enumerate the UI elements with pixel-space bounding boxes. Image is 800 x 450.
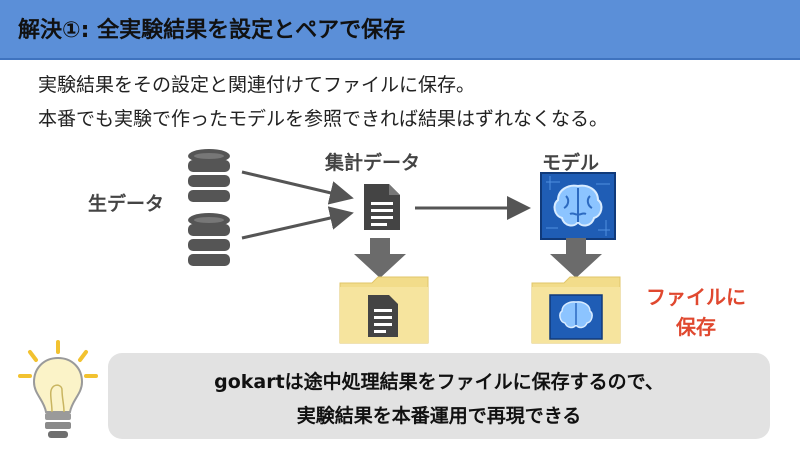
- arrow-icon: [241, 170, 354, 205]
- raw-data-label: 生データ: [88, 193, 165, 215]
- callout-line-2: 実験結果を本番運用で再現できる: [296, 405, 582, 427]
- aggregated-data-label: 集計データ: [325, 152, 421, 174]
- brain-chip-icon: [540, 172, 616, 240]
- summary-callout: gokartは途中処理結果をファイルに保存するので、 実験結果を本番運用で再現で…: [108, 353, 770, 439]
- title-bar: 解決①: 全実験結果を設定とペアで保存: [0, 0, 800, 60]
- lead-line-1: 実験結果をその設定と関連付けてファイルに保存。: [38, 74, 476, 96]
- document-icon: [368, 295, 398, 337]
- arrow-icon: [241, 206, 354, 240]
- callout-line-1: gokartは途中処理結果をファイルに保存するので、: [214, 371, 664, 393]
- folder-icon: [339, 276, 429, 344]
- save-to-file-label: ファイルに 保存: [636, 282, 756, 342]
- model-label: モデル: [542, 152, 600, 174]
- arrow-icon: [550, 238, 602, 278]
- lightbulb-icon: [18, 340, 98, 438]
- lead-line-2: 本番でも実験で作ったモデルを参照できれば結果はずれなくなる。: [38, 108, 609, 130]
- database-icon: [188, 149, 230, 202]
- arrow-icon: [354, 238, 406, 278]
- slide-title: 解決①: 全実験結果を設定とペアで保存: [18, 18, 406, 43]
- database-icon: [188, 213, 230, 266]
- document-icon: [364, 184, 400, 230]
- brain-chip-icon: [549, 294, 603, 340]
- save-label-line-2: 保存: [676, 315, 716, 339]
- save-label-line-1: ファイルに: [646, 285, 746, 309]
- folder-icon: [531, 276, 621, 344]
